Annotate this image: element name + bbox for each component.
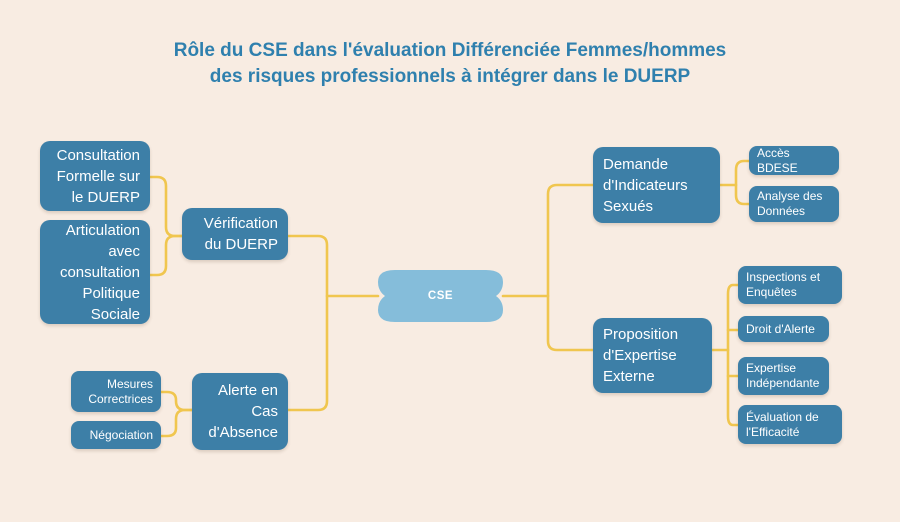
node-inspections-enquetes-label: Inspections et Enquêtes: [746, 270, 821, 299]
node-consultation-formelle[interactable]: Consultation Formelle sur le DUERP: [40, 141, 150, 211]
page-title-line2: des risques professionnels à intégrer da…: [209, 66, 691, 87]
node-proposition-expertise-externe[interactable]: Proposition d'Expertise Externe: [593, 318, 712, 393]
node-consultation-formelle-label: Consultation Formelle sur le DUERP: [56, 146, 140, 206]
node-alerte-cas-absence-label: Alerte en Cas d'Absence: [208, 382, 278, 441]
node-cse-center[interactable]: CSE: [378, 270, 503, 322]
connector-mesures-alerte: [159, 390, 194, 412]
cse-node-shape: [378, 270, 503, 322]
node-mesures-correctrices[interactable]: Mesures Correctrices: [71, 371, 161, 412]
node-inspections-enquetes[interactable]: Inspections et Enquêtes: [738, 266, 842, 304]
connector-consultation-verification: [148, 175, 184, 238]
node-expertise-independante[interactable]: Expertise Indépendante: [738, 357, 829, 395]
node-demande-indicateurs-sexues-label: Demande d'Indicateurs Sexués: [603, 155, 688, 215]
node-analyse-donnees-label: Analyse des Données: [757, 189, 823, 218]
node-demande-indicateurs-sexues[interactable]: Demande d'Indicateurs Sexués: [593, 147, 720, 223]
connector-proposition-trunk: [726, 283, 740, 427]
node-verification-duerp-label: Vérification du DUERP: [203, 215, 278, 253]
node-verification-duerp[interactable]: Vérification du DUERP: [182, 208, 288, 260]
node-articulation-politique-sociale-label: Articulation avec consultation Politique…: [59, 221, 140, 323]
connector-right-trunk: [546, 183, 595, 352]
node-droit-alerte-label: Droit d'Alerte: [746, 321, 815, 336]
page-title: Rôle du CSE dans l'évaluation Différenci…: [0, 38, 900, 90]
node-articulation-politique-sociale[interactable]: Articulation avec consultation Politique…: [40, 220, 150, 324]
connector-negociation-alerte: [159, 408, 194, 438]
node-negociation-label: Négociation: [89, 427, 153, 442]
node-evaluation-efficacite[interactable]: Évaluation de l'Efficacité: [738, 405, 842, 444]
node-analyse-donnees[interactable]: Analyse des Données: [749, 186, 839, 222]
node-proposition-expertise-externe-label: Proposition d'Expertise Externe: [603, 326, 679, 385]
node-droit-alerte[interactable]: Droit d'Alerte: [738, 316, 829, 342]
page-title-line1: Rôle du CSE dans l'évaluation Différenci…: [173, 40, 727, 61]
connector-left-trunk: [286, 234, 329, 412]
connector-articulation-verification: [148, 234, 184, 277]
node-evaluation-efficacite-label: Évaluation de l'Efficacité: [746, 409, 819, 439]
node-expertise-independante-label: Expertise Indépendante: [746, 361, 820, 390]
connector-demande-children: [734, 159, 751, 206]
node-mesures-correctrices-label: Mesures Correctrices: [88, 376, 153, 406]
node-alerte-cas-absence[interactable]: Alerte en Cas d'Absence: [192, 373, 288, 450]
node-cse-center-label: CSE: [427, 290, 454, 302]
node-acces-bdese-label: Accès BDESE: [757, 145, 798, 175]
node-negociation[interactable]: Négociation: [71, 421, 161, 449]
node-acces-bdese[interactable]: Accès BDESE: [749, 146, 839, 175]
